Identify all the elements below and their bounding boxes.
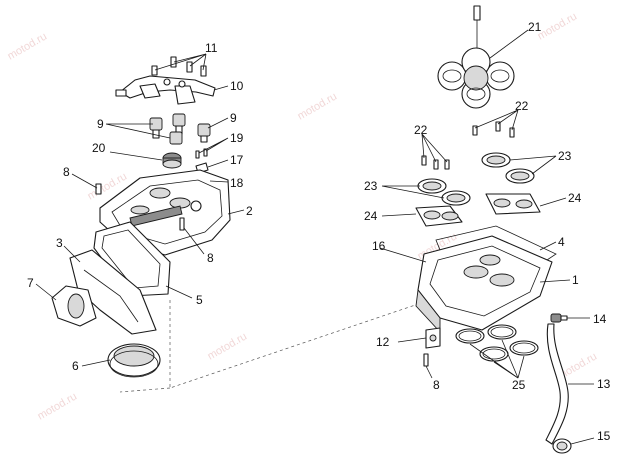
leader-lines [35,29,595,445]
airbox-lower [415,235,553,334]
callout-9: 9 [97,117,104,131]
callout-15: 15 [597,429,611,443]
assembly-guide [169,299,431,389]
bolts-11 [151,56,207,77]
callout-7: 7 [27,276,34,290]
callout-labels: 11 10 9 9 19 20 17 18 8 2 8 3 5 7 6 21 2… [27,20,611,443]
callout-6: 6 [72,359,79,373]
callout-25: 25 [512,378,526,392]
intake-rubbers [417,152,535,206]
callout-1: 1 [572,273,579,287]
bolt-8 [179,217,185,231]
callout-10: 10 [230,79,244,93]
rubber-boot [107,343,161,378]
screw [195,150,200,159]
callout-8: 8 [433,378,440,392]
callout-19: 19 [230,131,244,145]
callout-21: 21 [528,20,542,34]
callout-4: 4 [558,235,565,249]
callout-17: 17 [230,153,244,167]
callout-3: 3 [56,236,63,250]
air-filter [93,221,171,297]
callout-13: 13 [597,377,611,391]
throttle-cover [437,5,515,109]
callout-14: 14 [593,312,607,326]
callout-22: 22 [515,99,529,113]
callout-9: 9 [230,111,237,125]
watermark: motod.ru [296,90,340,122]
callout-11: 11 [205,41,218,55]
assembly-guide [119,387,171,393]
callout-22: 22 [414,123,428,137]
drain-hose [545,323,569,445]
callout-23: 23 [364,179,378,193]
callout-12: 12 [376,335,390,349]
o-rings [455,324,539,362]
callout-24: 24 [568,191,582,205]
screw [203,148,208,157]
bolt-8 [423,353,429,367]
watermark: motod.ru [536,10,580,42]
watermark: motod.ru [206,330,250,362]
callout-16: 16 [372,239,386,253]
intake-plates [415,193,541,227]
bracket [425,327,441,349]
watermark: motod.ru [6,30,50,62]
callout-5: 5 [196,293,203,307]
callout-20: 20 [92,141,106,155]
grommet [162,152,182,169]
injectors [149,113,211,145]
fitting [550,313,568,323]
fuel-rail [115,75,216,105]
callout-8: 8 [63,165,70,179]
bolt-8 [95,183,102,195]
callout-23: 23 [558,149,572,163]
drain-cap [552,438,572,454]
snorkel [51,285,97,327]
callout-2: 2 [246,204,253,218]
watermark: motod.ru [36,390,80,422]
callout-24: 24 [364,209,378,223]
bolts-22 [421,121,515,170]
callout-18: 18 [230,176,244,190]
callout-8: 8 [207,251,214,265]
